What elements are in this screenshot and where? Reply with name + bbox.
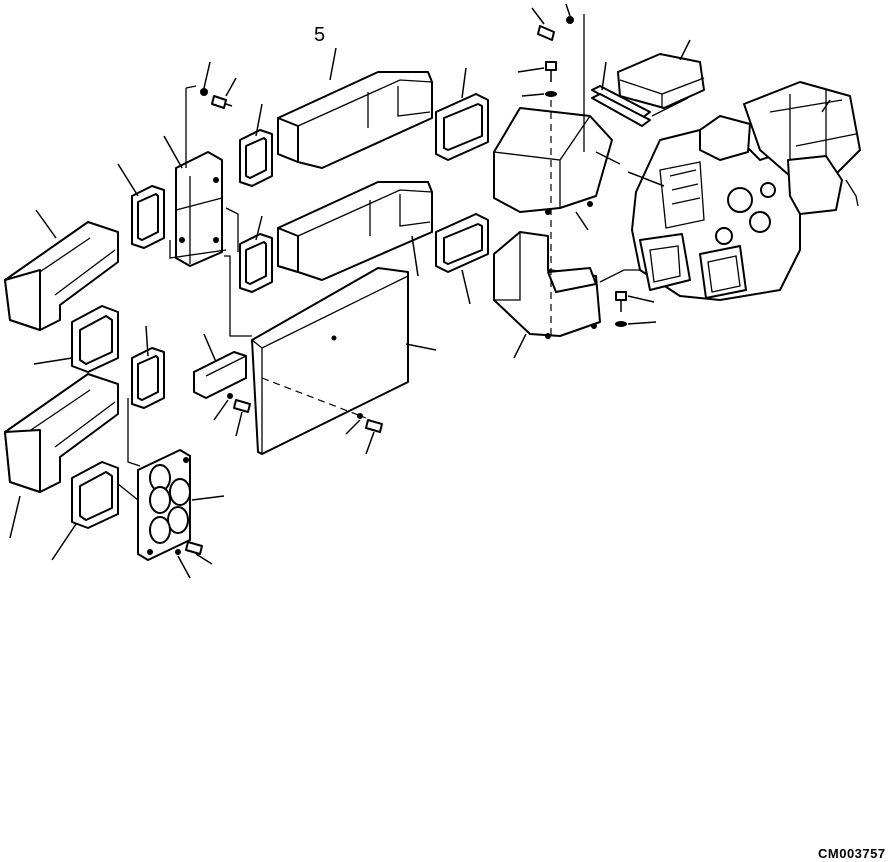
gasket-mid-2	[131, 347, 165, 409]
elbow-duct-left-upper	[4, 221, 119, 331]
bolt-top-center	[200, 88, 233, 109]
duct-housing-upper	[493, 107, 613, 215]
gasket-upper-center-2	[239, 233, 273, 293]
gasket-left-lower	[71, 461, 119, 529]
duct-middle	[277, 181, 433, 281]
bolt-top-right	[537, 16, 574, 41]
bracket-vertical	[175, 151, 223, 267]
gasket-upper-center-1	[239, 129, 273, 187]
assembly-lines	[117, 14, 689, 501]
duct-housing-lower	[493, 231, 601, 339]
gasket-left-upper	[71, 305, 119, 373]
gasket-mid-1	[131, 185, 165, 249]
leader-lines	[9, 3, 831, 579]
bolt-panel-left	[227, 393, 251, 413]
gasket-right-1	[435, 93, 489, 161]
bolt-right-housing	[545, 61, 557, 97]
air-conditioner-unit	[631, 81, 861, 301]
elbow-duct-left-lower	[4, 373, 119, 493]
flat-panel	[251, 267, 409, 455]
gasket-right-2	[435, 213, 489, 273]
bolt-panel-right	[357, 413, 383, 433]
bolt-grille	[175, 541, 203, 555]
filter-strip	[591, 85, 651, 127]
bolt-right-lower	[615, 291, 627, 327]
drawing-code: CM003757	[818, 846, 886, 861]
filter-top	[617, 53, 705, 109]
vent-grille	[137, 449, 191, 561]
small-bracket	[193, 351, 247, 399]
duct-upper	[277, 71, 433, 169]
callout-5: 5	[314, 24, 326, 46]
